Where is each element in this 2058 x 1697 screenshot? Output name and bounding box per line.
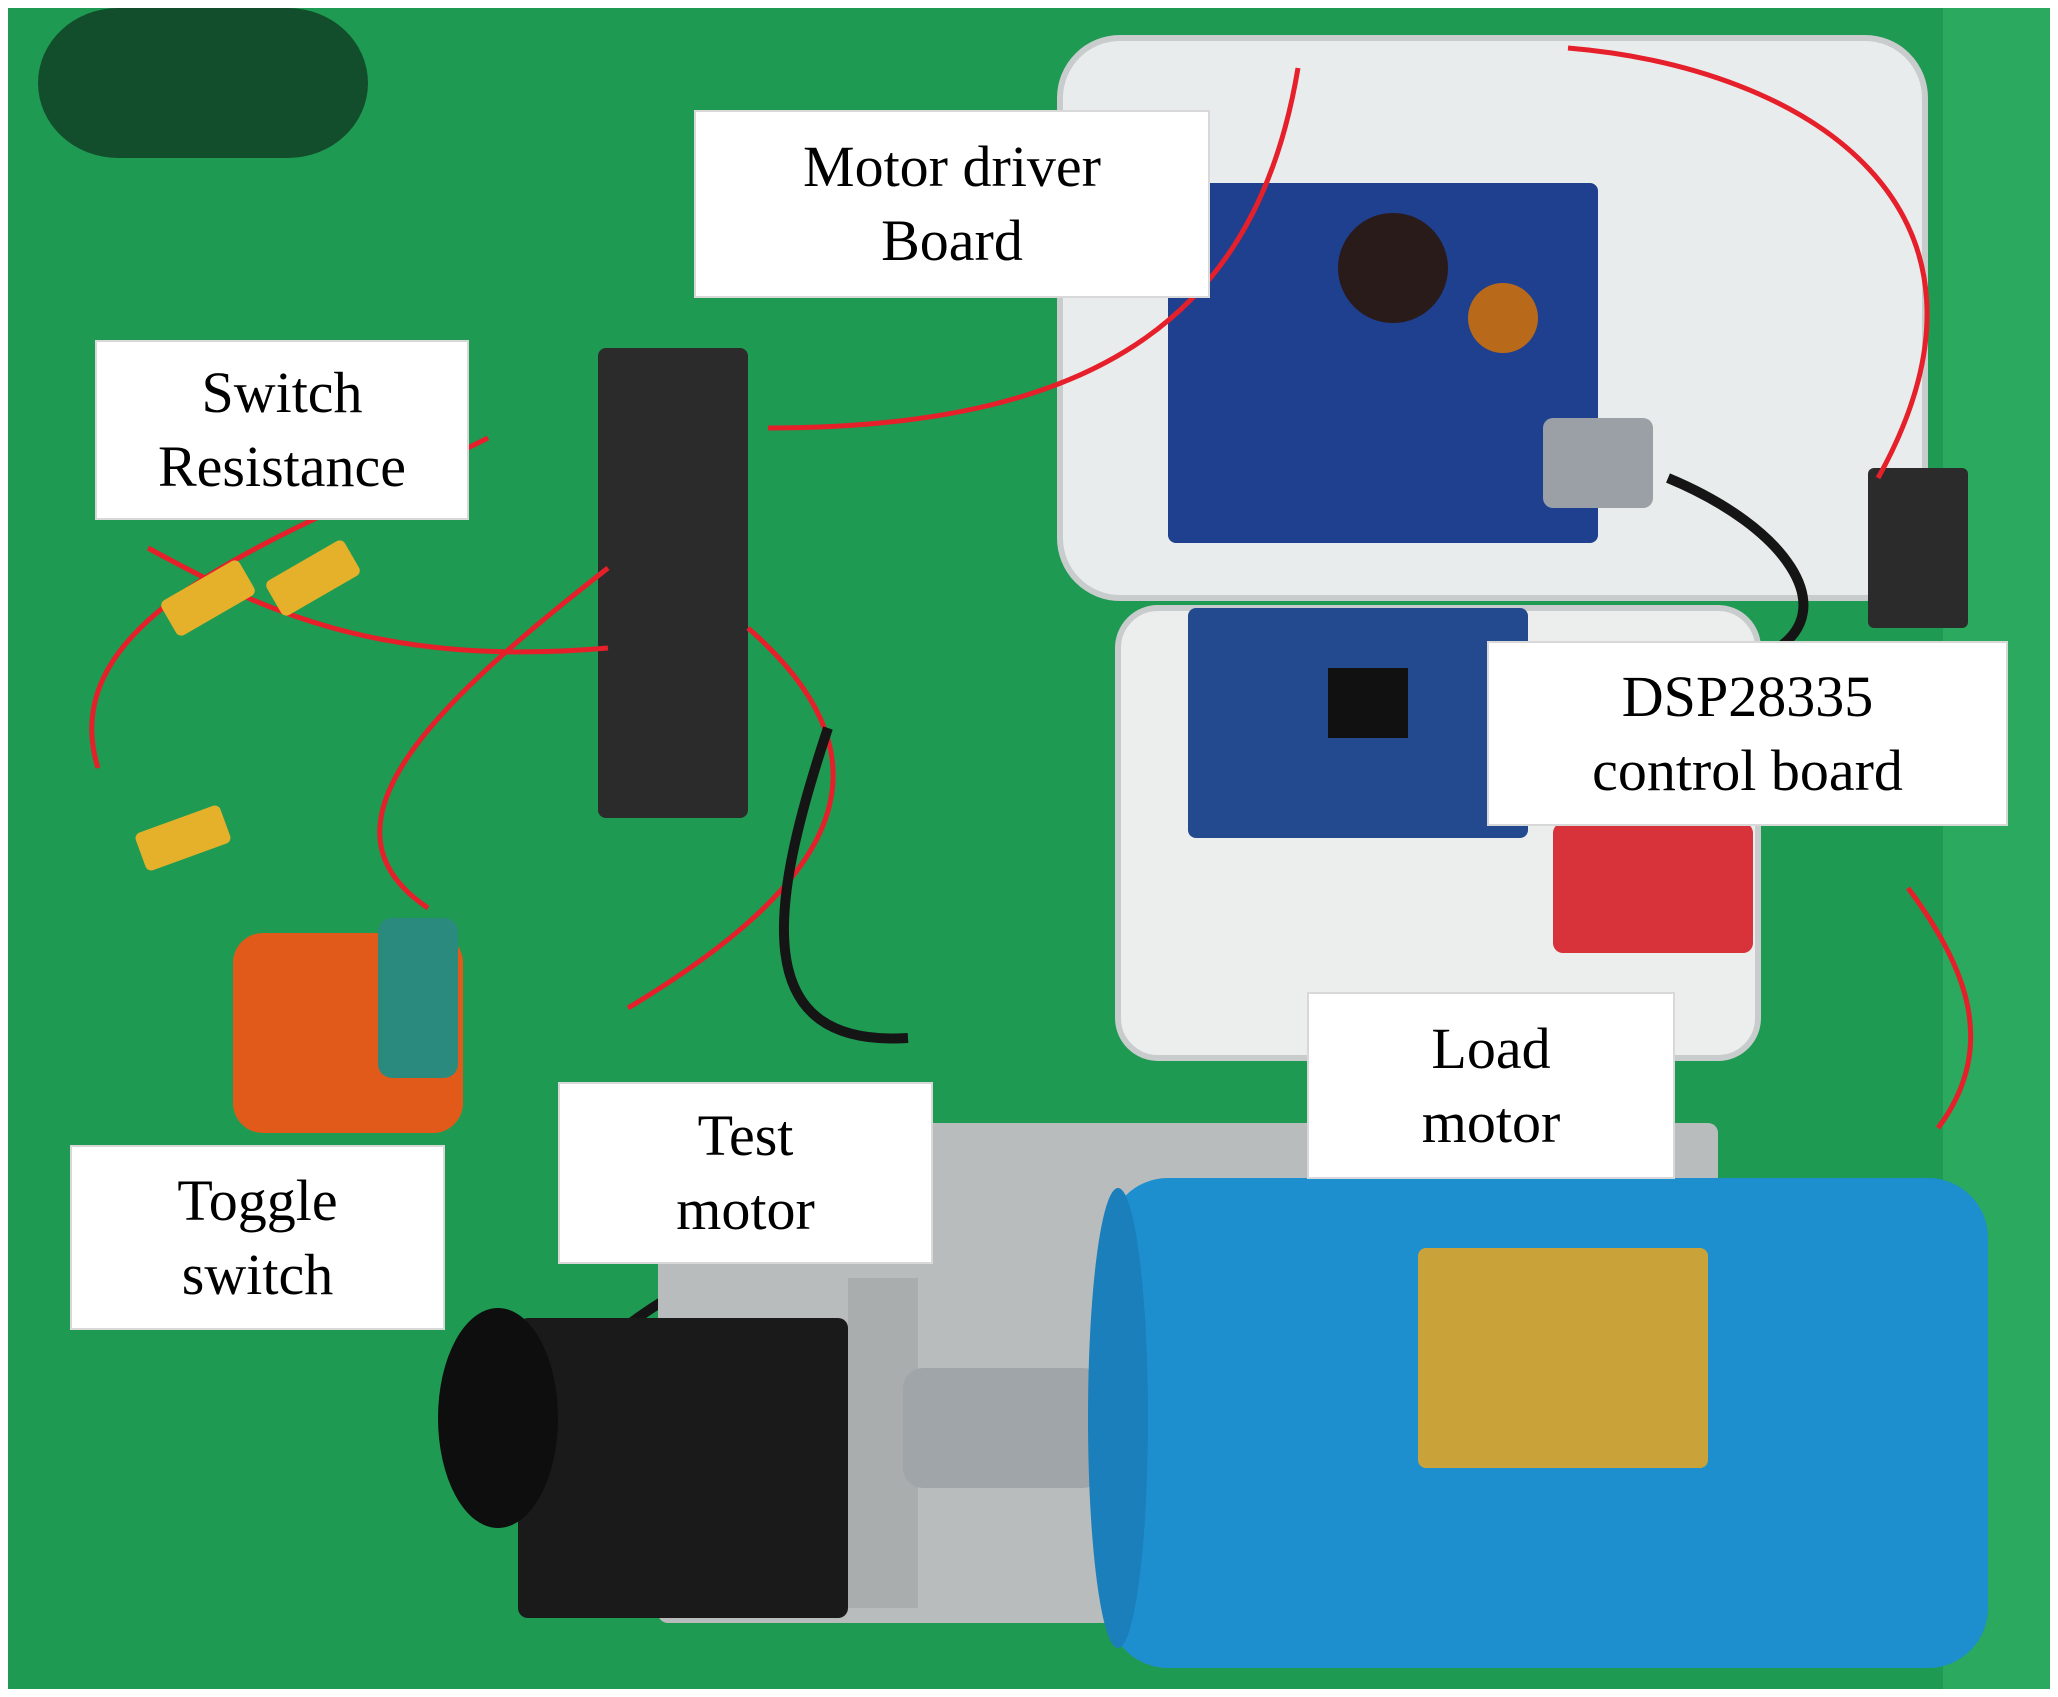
toggle-switch-label-line2: switch [181,1241,334,1307]
capacitor [1338,213,1448,323]
motor-driver-board-label-line1: Motor driver [803,134,1101,199]
load-motor-endcap [1088,1188,1148,1648]
load-motor-label-line1: Load [1431,1015,1551,1081]
dsp-control-board-label: DSP28335 control board [1487,641,2008,826]
test-motor-body [518,1318,848,1618]
terminal-block-right [1868,468,1968,628]
switch-resistance-label: Switch Resistance [95,340,469,520]
load-motor-label: Load motor [1307,992,1675,1179]
toggle-switch-handle [378,918,458,1078]
shaft-coupling [903,1368,1103,1488]
toggle-switch-label-line1: Toggle [177,1167,338,1233]
dsp-control-board-label-line2: control board [1592,737,1903,803]
load-motor-nameplate [1418,1248,1708,1468]
inductor-coil [1468,283,1538,353]
power-resistor-1 [161,560,255,636]
emulator-box [1553,823,1753,953]
switch-resistance-label-line1: Switch [201,360,363,425]
test-motor-endcap [438,1308,558,1528]
motor-driver-board-label-line2: Board [881,208,1023,273]
terminal-block [598,348,748,818]
db9-connector [1543,418,1653,508]
test-motor-label-line1: Test [697,1103,794,1168]
test-motor-label-line2: motor [676,1177,815,1242]
power-resistor-3 [135,805,231,871]
motor-driver-board [1168,183,1598,543]
dsp-control-board-label-line1: DSP28335 [1621,663,1874,729]
switch-resistance-label-line2: Resistance [157,434,407,499]
test-motor-label: Test motor [558,1082,933,1264]
load-motor-label-line2: motor [1421,1089,1561,1155]
toggle-switch-label: Toggle switch [70,1145,445,1330]
motor-driver-board-label: Motor driver Board [694,110,1210,298]
dsp-chip [1328,668,1408,738]
dark-floor-corner [38,8,368,158]
power-resistor-2 [266,540,360,616]
